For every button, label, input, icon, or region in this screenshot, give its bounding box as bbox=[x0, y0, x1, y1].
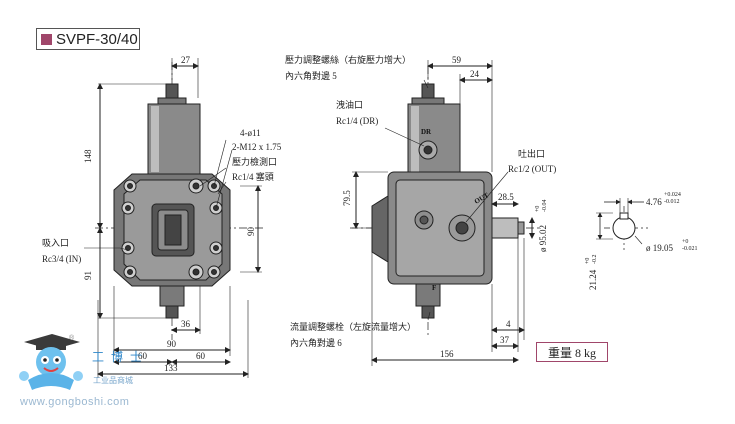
label-suction-size: Rc3/4 (IN) bbox=[42, 254, 81, 264]
logo-brand: 工博士 bbox=[92, 350, 150, 364]
key-width-tol-lo: -0.012 bbox=[664, 199, 680, 205]
key-width-tol-up: +0.024 bbox=[664, 192, 681, 198]
dim-27: 27 bbox=[181, 55, 191, 65]
mark-f: F bbox=[432, 284, 436, 292]
label-flow-hex: 內六角對邊 6 bbox=[290, 337, 342, 348]
dim-90-horizontal: 90 bbox=[167, 339, 177, 349]
svg-text:-0.04: -0.04 bbox=[542, 200, 548, 213]
dim-156: 156 bbox=[440, 349, 454, 359]
label-flow-adjust: 流量調整螺栓（左旋流量增大） bbox=[290, 321, 416, 332]
dim-60-right: 60 bbox=[196, 351, 206, 361]
mascot-icon bbox=[19, 334, 83, 390]
weight-box: 重量 8 kg bbox=[536, 342, 608, 362]
label-drain-size: Rc1/4 (DR) bbox=[336, 116, 378, 126]
dim-90-vertical: 90 bbox=[246, 227, 256, 237]
label-discharge: 吐出口 bbox=[518, 148, 545, 159]
dim-59: 59 bbox=[452, 55, 462, 65]
dim-79-5: 79.5 bbox=[342, 190, 352, 206]
logo-url[interactable]: www.gongboshi.com bbox=[20, 396, 130, 408]
svg-text:21.24: 21.24 bbox=[588, 269, 598, 290]
dim-148: 148 bbox=[83, 149, 93, 163]
dim-133: 133 bbox=[164, 363, 178, 373]
label-thread: 2-M12 x 1.75 bbox=[232, 142, 282, 152]
shaft-diameter-tol-lo: -0.021 bbox=[682, 246, 698, 252]
mark-dr: DR bbox=[421, 128, 432, 136]
label-drain: 洩油口 bbox=[336, 99, 363, 110]
callout-labels: 4-ø11 2-M12 x 1.75 壓力檢測口 Rc1/4 塞頭 吸入口 Rc… bbox=[42, 54, 556, 348]
label-suction: 吸入口 bbox=[42, 238, 69, 248]
svg-text:+0: +0 bbox=[535, 206, 541, 212]
label-holes: 4-ø11 bbox=[240, 128, 261, 138]
model-title: SVPF-30/40 bbox=[56, 30, 138, 48]
model-title-box: SVPF-30/40 bbox=[36, 28, 140, 50]
dim-91: 91 bbox=[83, 271, 93, 280]
label-pressure-check-size: Rc1/4 塞頭 bbox=[232, 171, 274, 182]
shaft-detail bbox=[596, 198, 648, 250]
registered-mark: ® bbox=[69, 335, 75, 342]
label-pressure-adjust: 壓力調整螺絲（右旋壓力增大） bbox=[285, 54, 411, 65]
svg-text:ø 95.02: ø 95.02 bbox=[538, 225, 548, 252]
dim-37: 37 bbox=[500, 335, 510, 345]
logo-subtitle: 工业品商城 bbox=[93, 376, 133, 385]
shaft-diameter-tol-up: +0 bbox=[682, 239, 688, 245]
dim-60-left: 60 bbox=[138, 351, 148, 361]
shaft-diameter: ø 19.05 bbox=[646, 243, 674, 253]
label-discharge-size: Rc1/2 (OUT) bbox=[508, 164, 556, 174]
svg-text:+0: +0 bbox=[585, 258, 591, 264]
front-view bbox=[84, 58, 265, 378]
dim-24: 24 bbox=[470, 69, 480, 79]
title-square-icon bbox=[41, 33, 52, 45]
label-pressure-hex: 內六角對邊 5 bbox=[285, 70, 337, 81]
dimension-labels: 27 148 91 90 36 90 60 60 133 59 24 79.5 … bbox=[83, 55, 698, 373]
gongboshi-logo[interactable]: ® 工博士 工业品商城 www.gongboshi.com bbox=[14, 330, 164, 414]
key-width: 4.76 bbox=[646, 197, 662, 207]
shaft-diameter-label: ø 95.02 +0 -0.04 bbox=[535, 200, 548, 253]
dim-36: 36 bbox=[181, 319, 191, 329]
side-view bbox=[350, 60, 540, 366]
dim-28-5: 28.5 bbox=[498, 192, 514, 202]
svg-text:-0.2: -0.2 bbox=[592, 255, 598, 265]
label-pressure-check: 壓力檢測口 bbox=[232, 156, 277, 167]
key-height-label: 21.24 +0 -0.2 bbox=[585, 255, 598, 291]
dim-4: 4 bbox=[506, 319, 511, 329]
